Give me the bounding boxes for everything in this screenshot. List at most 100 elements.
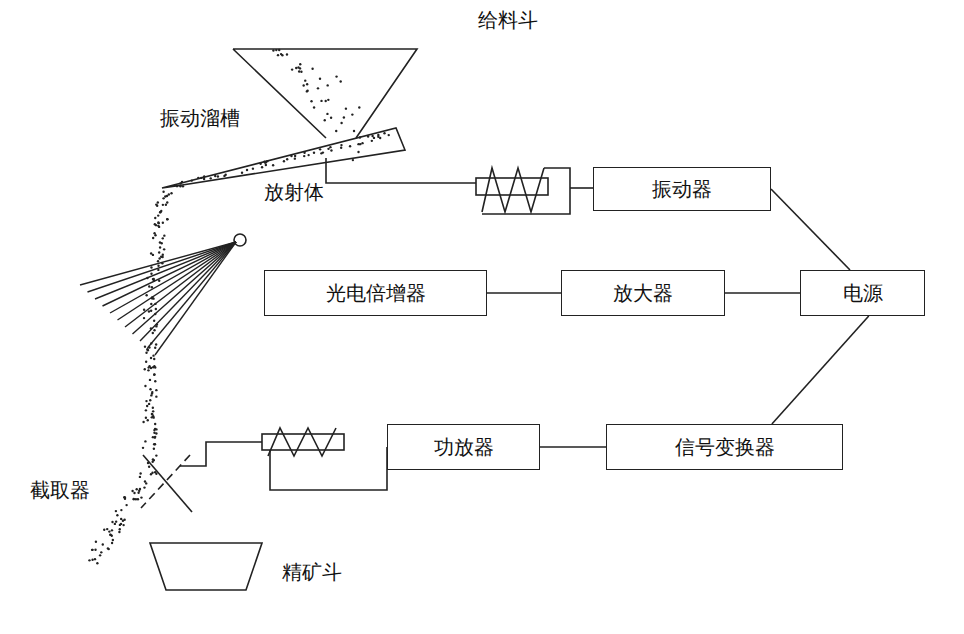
particle <box>144 385 146 387</box>
particle <box>145 294 147 296</box>
particle <box>383 132 385 134</box>
particle <box>120 509 122 511</box>
particle <box>138 490 140 492</box>
particle <box>163 248 165 250</box>
ray <box>140 242 236 341</box>
particle <box>157 265 159 267</box>
particle <box>278 49 280 51</box>
particle <box>159 211 161 213</box>
particle <box>157 269 159 271</box>
particle <box>162 197 164 199</box>
particle <box>152 237 154 239</box>
particle <box>179 182 181 184</box>
rays <box>80 242 236 355</box>
particle <box>162 237 164 239</box>
particle <box>152 332 154 334</box>
particle <box>319 148 321 150</box>
particle <box>373 137 375 139</box>
particle <box>152 410 154 412</box>
particle <box>264 161 266 163</box>
part-name: 振动溜槽 <box>160 106 240 130</box>
particle <box>163 234 165 236</box>
particle <box>91 549 93 551</box>
particle <box>313 106 315 108</box>
particle <box>151 297 153 299</box>
particle <box>109 533 111 535</box>
particle <box>326 113 328 115</box>
particle <box>304 79 306 81</box>
particle <box>139 472 141 474</box>
particle <box>133 498 135 500</box>
particle <box>371 135 373 137</box>
particle <box>162 191 164 193</box>
particle <box>170 192 172 194</box>
particle <box>153 431 155 433</box>
process-box: 电源 <box>800 270 925 316</box>
particle <box>320 152 322 154</box>
particle <box>330 116 332 118</box>
coil-wire <box>482 168 570 214</box>
particle <box>359 143 361 145</box>
particle <box>153 374 155 376</box>
particle <box>361 142 363 144</box>
particle <box>151 392 153 394</box>
concentrate-bin <box>150 543 262 590</box>
particle <box>148 285 150 287</box>
particle <box>153 278 155 280</box>
particle <box>388 134 390 136</box>
particle <box>95 541 97 543</box>
particle <box>155 389 157 391</box>
particle <box>144 440 146 442</box>
signal-wire <box>771 189 850 270</box>
particle <box>119 528 121 530</box>
particle <box>158 280 160 282</box>
particle <box>155 308 157 310</box>
box-label: 放大器 <box>613 281 673 305</box>
chute-wire <box>326 158 476 183</box>
coil-winding <box>482 168 544 212</box>
particle <box>153 358 155 360</box>
box-label: 光电倍增器 <box>326 281 426 305</box>
particle <box>290 155 292 157</box>
ray <box>133 242 237 334</box>
process-box: 放大器 <box>561 270 725 316</box>
particle <box>154 423 156 425</box>
particle <box>159 246 161 248</box>
particle <box>307 154 309 156</box>
particle <box>310 100 312 102</box>
particle <box>275 49 277 51</box>
process-box: 光电倍增器 <box>264 270 487 316</box>
particle <box>114 523 116 525</box>
particle <box>153 320 155 322</box>
particle <box>154 436 156 438</box>
particle <box>252 167 254 169</box>
particle <box>335 130 337 132</box>
box-label: 振动器 <box>652 177 712 201</box>
particle <box>142 421 144 423</box>
particle <box>200 177 202 179</box>
particle <box>326 84 328 86</box>
particle <box>291 68 293 70</box>
particle <box>131 490 133 492</box>
particle <box>160 242 162 244</box>
particle <box>303 151 305 153</box>
particle <box>135 498 137 500</box>
particle <box>153 443 155 445</box>
particle <box>168 193 170 195</box>
particle <box>137 492 139 494</box>
particle <box>166 201 168 203</box>
signal-wire <box>487 292 561 294</box>
feed-hopper <box>233 49 417 138</box>
particle <box>164 195 166 197</box>
particle <box>149 399 151 401</box>
part-name: 给料斗 <box>478 8 538 32</box>
particle <box>152 436 154 438</box>
particle <box>340 122 342 124</box>
particle <box>100 551 102 553</box>
ray <box>103 242 237 306</box>
particle <box>241 172 243 174</box>
particle <box>146 348 148 350</box>
particle <box>325 100 327 102</box>
